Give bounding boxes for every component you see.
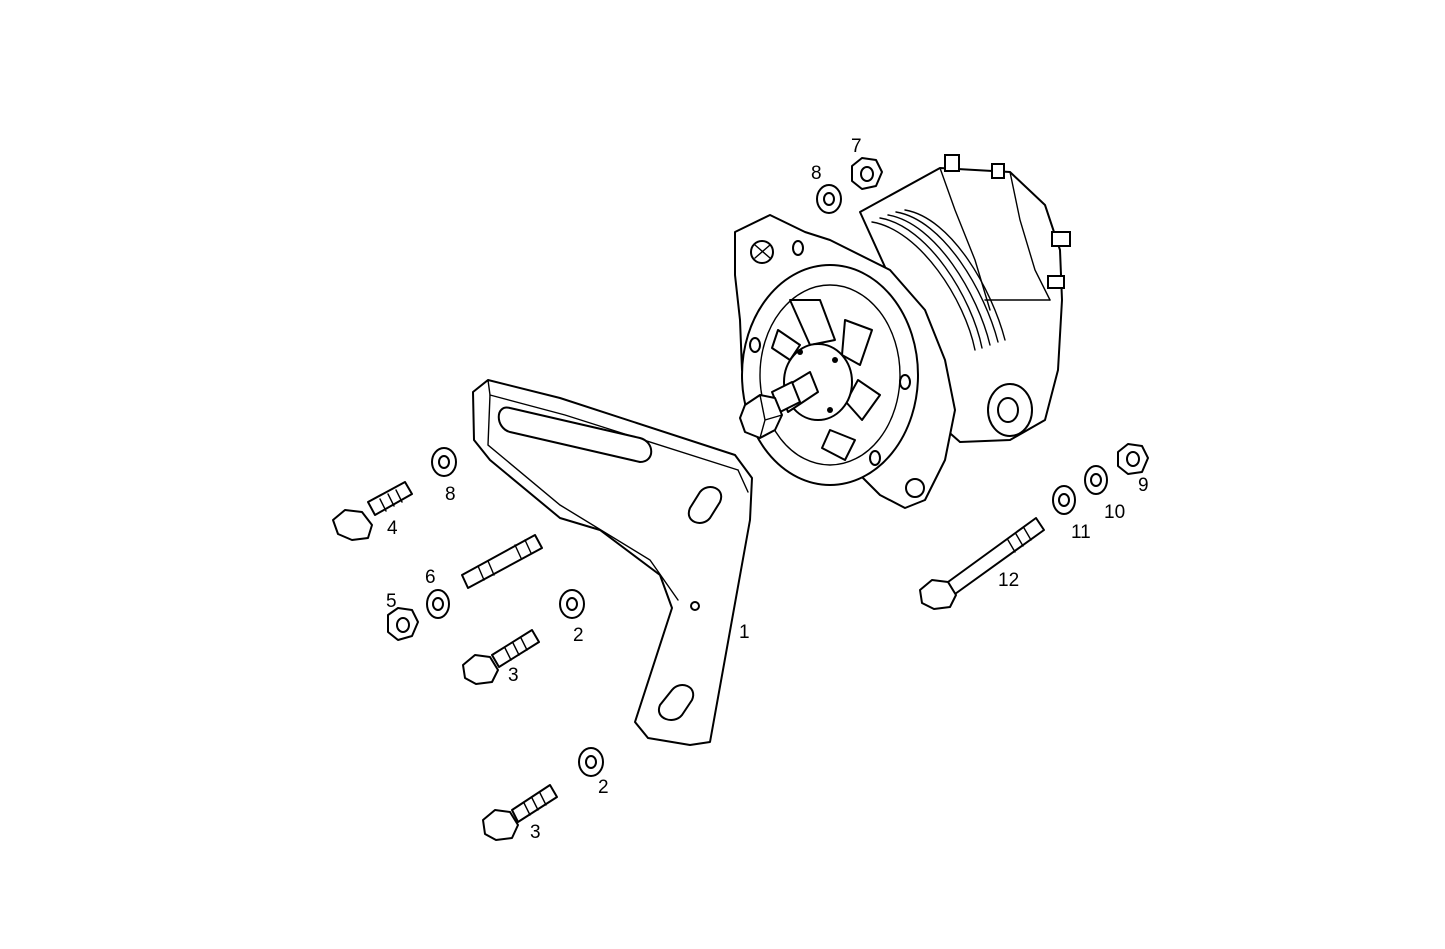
callout-5: 5: [386, 591, 397, 612]
callout-1: 1: [739, 622, 750, 643]
washer-8-top: [816, 184, 842, 214]
callout-8-top: 8: [811, 163, 822, 184]
callout-12: 12: [998, 570, 1019, 591]
callout-10: 10: [1104, 502, 1125, 523]
callout-6: 6: [425, 567, 436, 588]
screw-3-lower: [482, 784, 558, 841]
washer-8-left: [431, 447, 457, 477]
screw-3-upper: [462, 629, 540, 685]
callout-11: 11: [1071, 522, 1091, 543]
callout-2-upper: 2: [573, 625, 584, 646]
washer-10: [1084, 465, 1108, 495]
screw-4: [332, 481, 413, 541]
long-bolt-12: [919, 517, 1045, 610]
callout-9: 9: [1138, 475, 1149, 496]
callout-3-upper: 3: [508, 665, 519, 686]
mounting-bracket: [472, 379, 753, 746]
washer-2-lower: [578, 747, 604, 777]
nut-7: [851, 157, 883, 190]
washer-11: [1052, 485, 1076, 515]
callout-8-left: 8: [445, 484, 456, 505]
nut-9: [1117, 443, 1149, 475]
washer-2-upper: [559, 589, 585, 619]
callout-2-lower: 2: [598, 777, 609, 798]
callout-7: 7: [851, 136, 862, 157]
callout-4: 4: [387, 518, 398, 539]
stud: [461, 534, 543, 589]
alternator: [734, 154, 1071, 509]
nut-5: [387, 607, 419, 641]
callout-3-lower: 3: [530, 822, 541, 843]
washer-6: [426, 589, 450, 619]
